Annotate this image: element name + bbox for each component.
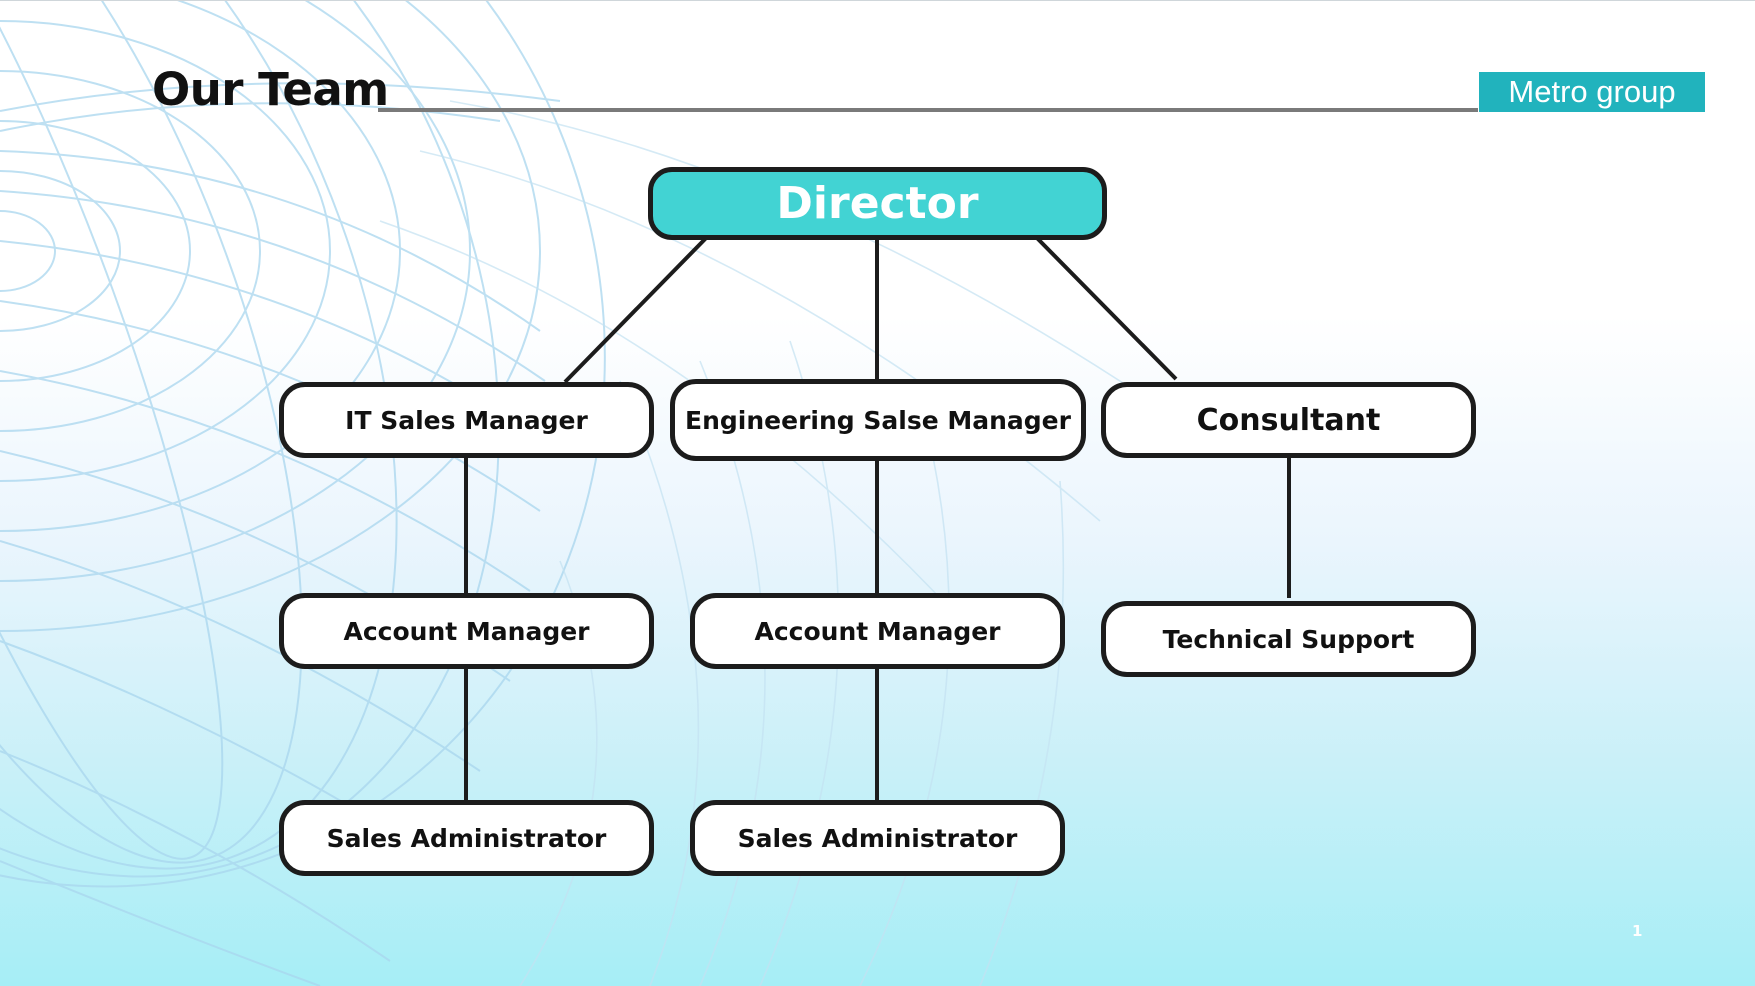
node-eng-account-manager: Account Manager: [690, 593, 1065, 669]
node-engineering-sales-manager: Engineering Salse Manager: [670, 379, 1086, 461]
node-it-sales-manager: IT Sales Manager: [279, 382, 654, 458]
title-underline: [378, 108, 1478, 112]
page-title: Our Team: [152, 63, 389, 116]
node-it-account-manager: Account Manager: [279, 593, 654, 669]
page-number: 1: [1632, 922, 1643, 940]
node-eng-sales-administrator: Sales Administrator: [690, 800, 1065, 876]
brand-badge: Metro group: [1479, 72, 1705, 112]
node-technical-support: Technical Support: [1101, 601, 1476, 677]
node-it-sales-administrator: Sales Administrator: [279, 800, 654, 876]
connector-director-consultant: [1034, 235, 1178, 381]
node-director: Director: [648, 167, 1107, 240]
connector-director-it: [563, 232, 712, 384]
node-consultant: Consultant: [1101, 382, 1476, 458]
